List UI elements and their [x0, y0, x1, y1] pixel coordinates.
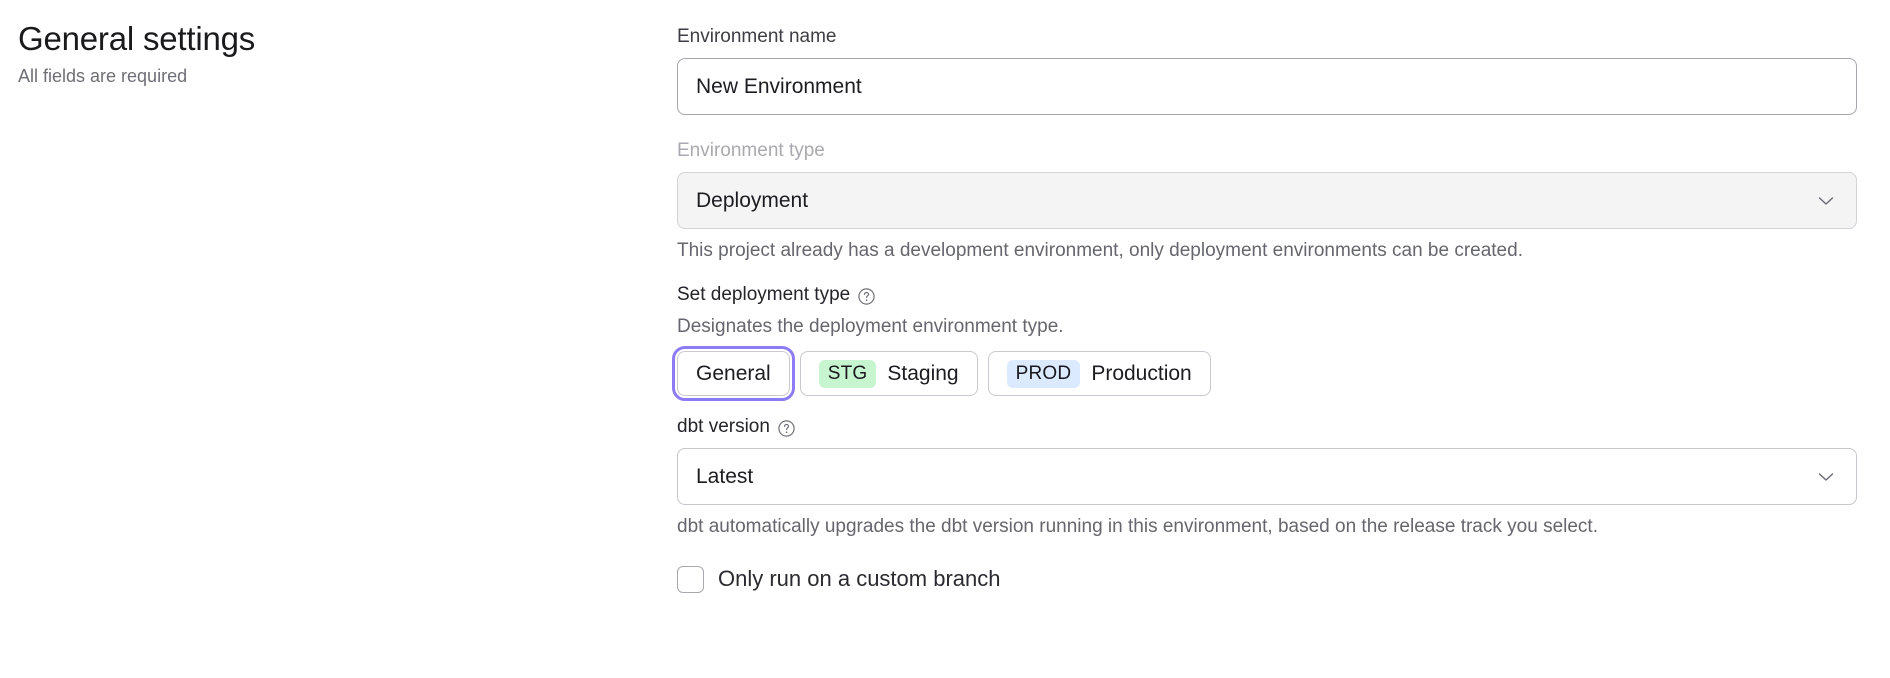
dbt-version-field-group: dbt version Latest dbt automatica [677, 414, 1857, 540]
deployment-type-field-group: Set deployment type Designates the deplo… [672, 282, 1857, 401]
dbt-version-label-row: dbt version [677, 414, 1857, 440]
deployment-type-option-general-label: General [696, 361, 771, 385]
custom-branch-field-group: Only run on a custom branch [677, 565, 1857, 593]
environment-name-label: Environment name [677, 26, 837, 47]
settings-form-column: Environment name New Environment Environ… [672, 24, 1857, 593]
dbt-version-helper-text: dbt automatically upgrades the dbt versi… [677, 516, 1598, 537]
question-circle-icon[interactable] [777, 419, 796, 438]
deployment-type-label: Set deployment type [677, 284, 851, 305]
deployment-type-option-staging[interactable]: STG Staging [799, 351, 978, 396]
question-circle-icon[interactable] [857, 287, 876, 306]
environment-type-field-group: Environment type Deployment This project… [677, 138, 1857, 264]
page-subtitle: All fields are required [18, 66, 188, 86]
environment-name-field-group: Environment name New Environment [677, 24, 1857, 115]
environment-name-value: New Environment [696, 74, 862, 98]
page-title: General settings [18, 20, 256, 57]
chevron-down-icon [1818, 472, 1834, 482]
production-badge: PROD [1006, 359, 1081, 388]
deployment-type-option-production[interactable]: PROD Production [987, 351, 1211, 396]
deployment-type-option-staging-label: Staging [887, 361, 959, 385]
custom-branch-checkbox[interactable] [677, 565, 704, 593]
environment-type-label: Environment type [677, 140, 825, 161]
deployment-type-helper-text: Designates the deployment environment ty… [677, 316, 1064, 337]
deployment-type-label-row: Set deployment type [677, 282, 1857, 308]
staging-badge: STG [818, 359, 877, 388]
environment-type-value: Deployment [696, 188, 809, 212]
chevron-down-icon [1818, 196, 1834, 206]
deployment-type-option-production-label: Production [1091, 361, 1192, 385]
environment-name-input[interactable]: New Environment [677, 58, 1857, 115]
dbt-version-value: Latest [696, 464, 754, 488]
dbt-version-label: dbt version [677, 416, 770, 437]
deployment-type-button-group: General STG Staging PROD Production [672, 346, 1857, 401]
deployment-type-option-general[interactable]: General [672, 346, 795, 401]
environment-type-helper-text: This project already has a development e… [677, 240, 1523, 261]
environment-type-select[interactable]: Deployment [677, 172, 1857, 229]
settings-header-column: General settings All fields are required [18, 18, 618, 88]
dbt-version-select[interactable]: Latest [677, 448, 1857, 505]
custom-branch-label[interactable]: Only run on a custom branch [718, 566, 1001, 591]
